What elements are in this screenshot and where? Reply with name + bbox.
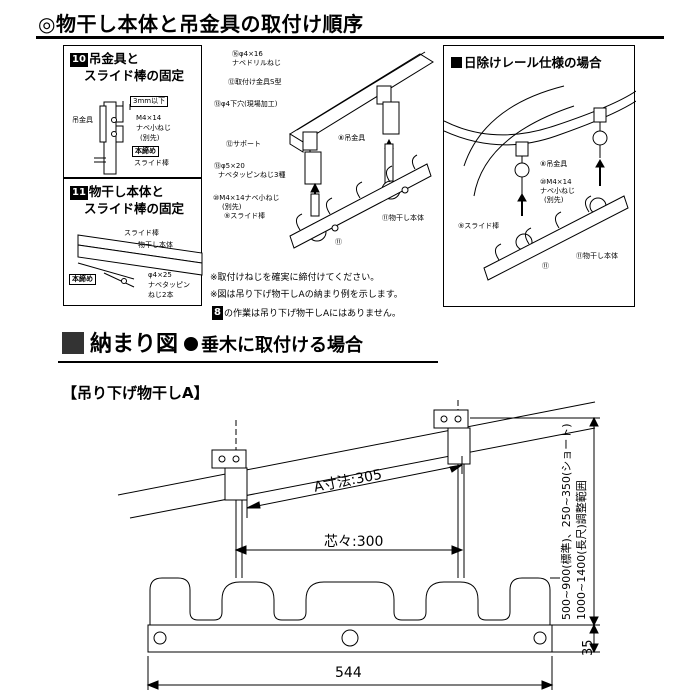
panel-10-screw-l3: (別先) bbox=[140, 134, 160, 142]
dim-width-label: 544 bbox=[335, 665, 362, 681]
center-label-5b: ナベタッピンねじ3種 bbox=[218, 171, 286, 179]
panel-awning-illustration bbox=[444, 85, 636, 281]
panel-10-screw-l2: ナベ小ねじ bbox=[136, 124, 171, 132]
fitting-drawing bbox=[117, 400, 600, 690]
panel-awning-screw-l3: (別先) bbox=[544, 196, 564, 204]
assembly-illustration bbox=[289, 51, 434, 249]
panel-11-slide-label: スライド棒 bbox=[124, 229, 159, 237]
center-label-4: ⑫サポート bbox=[226, 140, 261, 148]
panel-10-hanger-label: 吊金具 bbox=[72, 116, 93, 124]
center-label-3: ⑬φ4下穴(現場加工) bbox=[214, 100, 278, 108]
panel-awning-hanger: ⑧吊金具 bbox=[540, 160, 568, 168]
panel-10-illustration bbox=[94, 101, 131, 175]
panel-10-slide-label: スライド棒 bbox=[134, 159, 169, 167]
center-label-10: ⑪ bbox=[335, 238, 342, 246]
section-fit-underline bbox=[58, 361, 438, 363]
drawing-caption: 【吊り下げ物干しA】 bbox=[62, 384, 209, 402]
panel-awning-slide: ⑨スライド棒 bbox=[458, 222, 500, 230]
note-1: ※取付けねじを確実に締付けてください。 bbox=[210, 273, 380, 283]
dim-range-line2: 1000~1400(長尺)調整範囲 bbox=[575, 480, 588, 620]
panel-11-pin-l2: ナベタッピン bbox=[148, 281, 190, 289]
panel-awning-rail: 日除けレール仕様の場合 ⑧吊金具 ⑩M4×14 ナベ小ねじ (別先) ⑨スライド… bbox=[443, 45, 636, 307]
center-label-1b: ナベドリルねじ bbox=[232, 59, 281, 67]
note-2: ※図は吊り下げ物干しAの納まり例を示します。 bbox=[210, 290, 403, 300]
center-label-5: ⑬φ5×20 bbox=[214, 162, 245, 170]
panel-11-body-label: 物干し本体 bbox=[138, 241, 173, 249]
section-fit-heading: 納まり図垂木に取付ける場合 bbox=[62, 326, 363, 358]
panel-10-3mm: 3mm以下 bbox=[130, 96, 169, 107]
center-label-9: ⑪物干し本体 bbox=[382, 214, 424, 222]
dim-center-label: 芯々:300 bbox=[324, 534, 384, 550]
panel-11-pin-l3: ねじ2本 bbox=[148, 291, 174, 299]
center-label-7: ⑨スライド棒 bbox=[224, 212, 266, 220]
panel-11-pin-l1: φ4×25 bbox=[148, 271, 172, 279]
panel-awning-heading: 日除けレール仕様の場合 bbox=[451, 52, 602, 71]
panel-awning-screw-l1: ⑩M4×14 bbox=[540, 178, 572, 186]
panel-awning-screw-l2: ナベ小ねじ bbox=[540, 187, 575, 195]
title-underline bbox=[36, 36, 664, 39]
center-label-1: ⑯φ4×16 bbox=[232, 50, 263, 58]
page-title: ◎物干し本体と吊金具の取付け順序 bbox=[38, 12, 364, 36]
panel-awning-11: ⑪ bbox=[542, 262, 549, 270]
panel-10-tighten: 本締め bbox=[132, 146, 159, 157]
dim-range-line1: 500~900(標準)、250~350(ショート) bbox=[560, 423, 573, 620]
center-label-6: ⑩M4×14ナベ小ねじ bbox=[213, 194, 280, 202]
panel-11-illustration bbox=[77, 234, 203, 288]
dim-height-label: 35 bbox=[581, 639, 596, 656]
panel-10-screw-l1: M4×14 bbox=[136, 114, 162, 122]
panel-10-heading-line2: スライド棒の固定 bbox=[84, 68, 185, 83]
center-label-8: ⑧吊金具 bbox=[338, 134, 366, 142]
panel-awning-body: ⑪物干し本体 bbox=[576, 252, 618, 260]
panel-11-tighten: 本締め bbox=[69, 274, 96, 285]
center-label-2: ⑫取付け金具S型 bbox=[228, 78, 282, 86]
center-label-6b: (別先) bbox=[222, 203, 242, 211]
panel-11-heading-line2: スライド棒の固定 bbox=[84, 201, 185, 216]
